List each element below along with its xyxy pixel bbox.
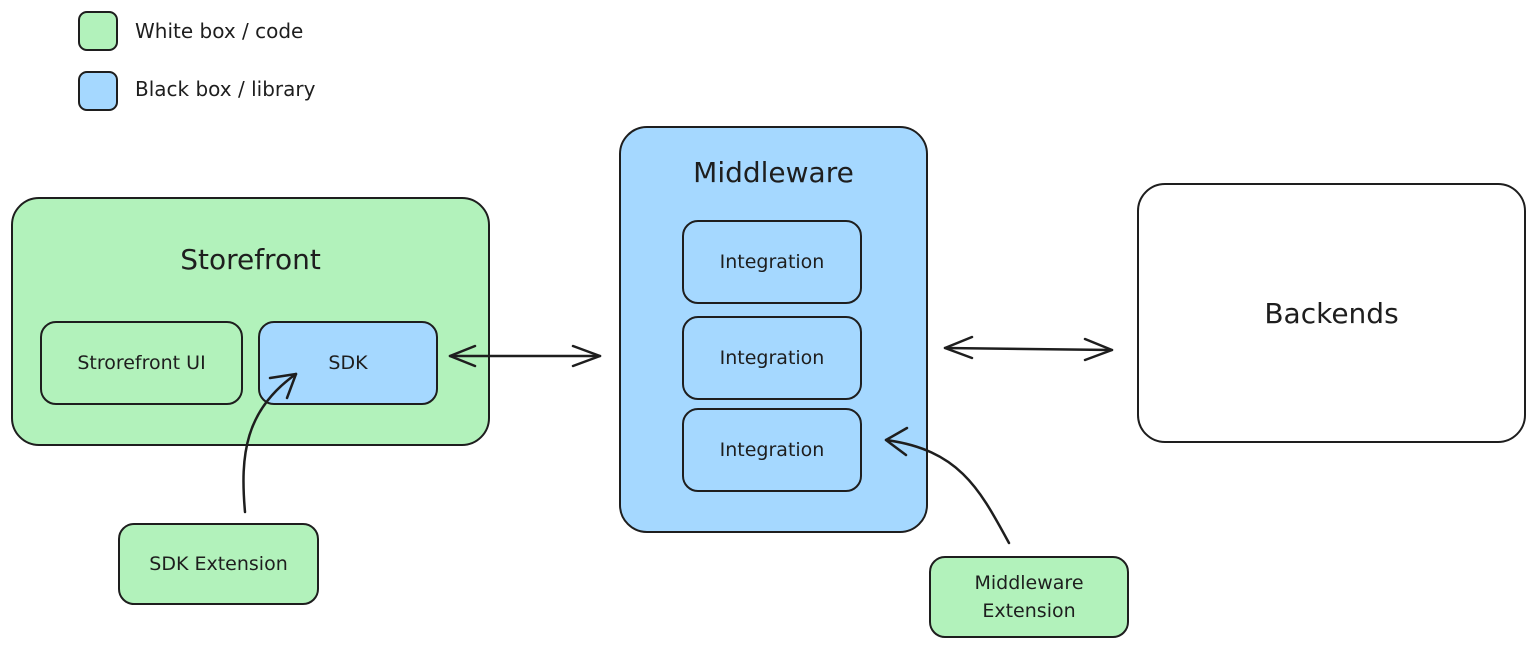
legend-label-code: White box / code [135,19,304,43]
integration-box[interactable]: Integration [682,408,862,492]
arrow-middleware-backends[interactable] [943,335,1114,362]
sdk-box[interactable]: SDK [258,321,438,405]
middleware-extension-box[interactable]: Middleware Extension [929,556,1129,638]
middleware-title: Middleware [693,156,854,189]
storefront-container[interactable]: Storefront Strorefront UI SDK [11,197,490,446]
integration-label: Integration [719,439,825,461]
integration-label: Integration [719,251,825,273]
storefront-ui-label: Strorefront UI [77,352,206,374]
storefront-title: Storefront [180,243,321,276]
integration-box[interactable]: Integration [682,220,862,304]
integration-box[interactable]: Integration [682,316,862,400]
legend-label-library: Black box / library [135,77,316,101]
sdk-label: SDK [328,352,368,374]
legend-swatch-code [78,11,118,51]
integration-label: Integration [719,347,825,369]
storefront-ui-box[interactable]: Strorefront UI [40,321,243,405]
middleware-extension-label-line2: Extension [982,600,1076,622]
legend-swatch-library [78,71,118,111]
middleware-container[interactable]: Middleware Integration Integration Integ… [619,126,928,533]
sdk-extension-label: SDK Extension [149,553,288,575]
backends-title: Backends [1264,296,1399,330]
backends-box[interactable]: Backends [1137,183,1526,443]
sdk-extension-box[interactable]: SDK Extension [118,523,319,605]
middleware-extension-label-line1: Middleware [974,572,1084,594]
